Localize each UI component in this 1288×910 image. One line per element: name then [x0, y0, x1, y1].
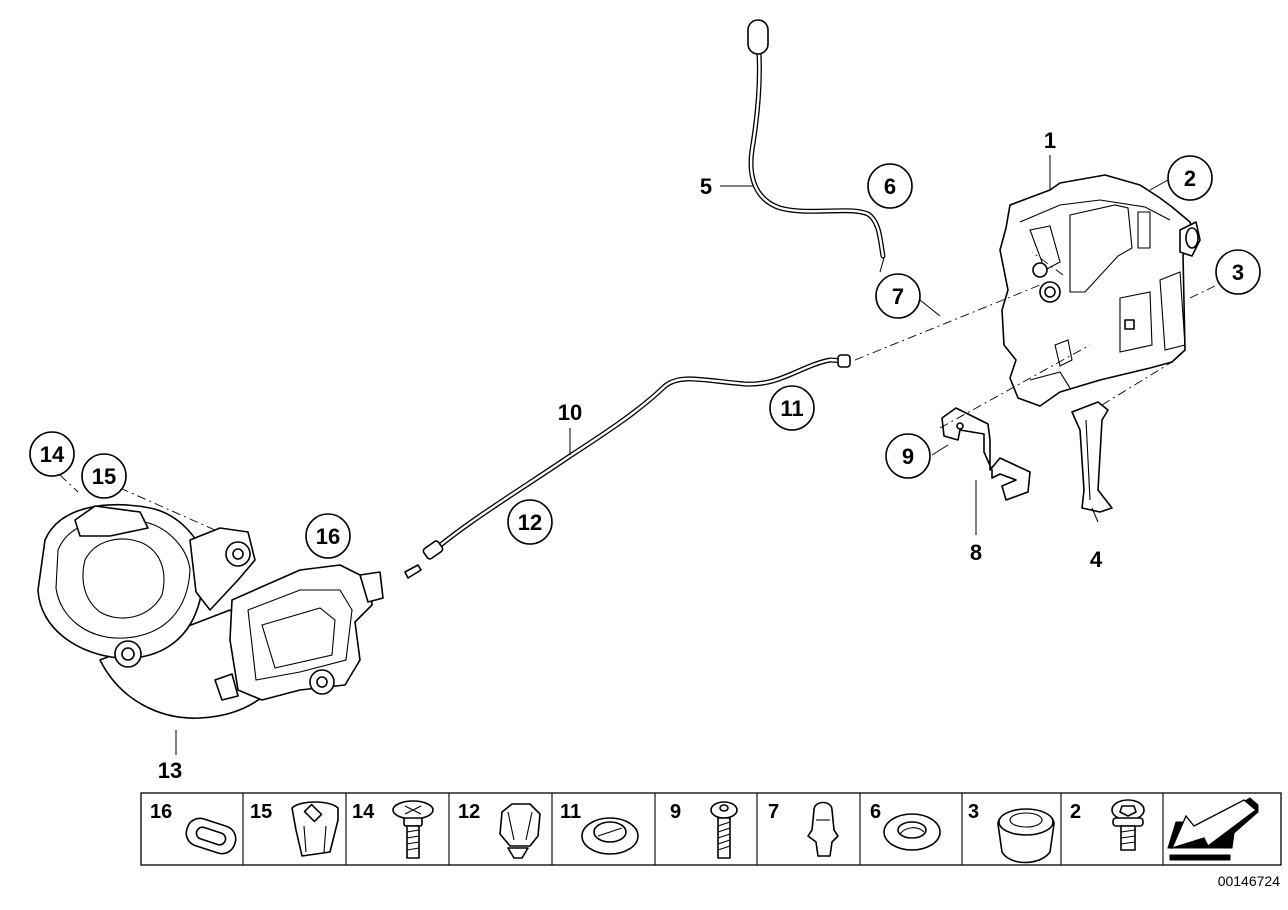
svg-text:15: 15 — [250, 801, 272, 823]
legend-cell-9: 9 — [670, 801, 738, 859]
callout-11: 11 — [769, 385, 815, 431]
callout-14: 14 — [29, 431, 75, 477]
svg-text:10: 10 — [558, 400, 582, 425]
callout-15: 15 — [81, 453, 127, 499]
svg-text:16: 16 — [316, 524, 340, 549]
legend-cell-12: 12 — [458, 801, 541, 859]
callout-7: 7 — [875, 273, 921, 319]
svg-text:00146724: 00146724 — [1218, 873, 1281, 889]
svg-text:6: 6 — [870, 801, 881, 823]
svg-text:9: 9 — [902, 444, 914, 469]
callout-12: 12 — [507, 499, 553, 545]
callout-4: 4 — [1090, 547, 1103, 572]
svg-text:6: 6 — [884, 174, 896, 199]
legend-cell-7: 7 — [768, 801, 839, 857]
legend-cell-16: 16 — [150, 801, 237, 855]
svg-text:12: 12 — [518, 510, 542, 535]
svg-text:14: 14 — [352, 801, 375, 823]
assembly-lines — [59, 251, 1216, 531]
svg-text:7: 7 — [768, 801, 779, 823]
svg-text:2: 2 — [1184, 166, 1196, 191]
part-8-bracket — [941, 407, 1031, 501]
svg-text:11: 11 — [560, 801, 581, 823]
legend-cell-15: 15 — [250, 801, 339, 857]
part-5-rod — [747, 19, 886, 259]
part-4-clip — [1071, 401, 1113, 513]
legend-cell-3: 3 — [968, 801, 1055, 864]
parts-legend-strip: 16 15 14 12 11 — [140, 792, 1282, 866]
document-number: 00146724 — [1218, 873, 1281, 889]
arrow-down-left-icon — [1167, 797, 1259, 861]
svg-text:8: 8 — [970, 540, 982, 565]
svg-text:11: 11 — [780, 396, 803, 421]
callout-1: 1 — [1044, 128, 1056, 153]
svg-text:3: 3 — [968, 801, 979, 823]
svg-text:2: 2 — [1070, 801, 1081, 823]
part-1-lock-housing — [999, 174, 1201, 407]
legend-cell-14: 14 — [352, 800, 434, 859]
svg-text:14: 14 — [40, 442, 65, 467]
svg-text:1: 1 — [1044, 128, 1056, 153]
legend-cell-11: 11 — [560, 801, 639, 855]
svg-text:3: 3 — [1232, 260, 1244, 285]
callout-3: 3 — [1215, 249, 1261, 295]
callout-9: 9 — [885, 433, 931, 479]
callout-10: 10 — [558, 400, 582, 425]
part-10-cable — [404, 354, 851, 579]
svg-text:4: 4 — [1090, 547, 1103, 572]
svg-text:9: 9 — [670, 801, 681, 823]
svg-text:12: 12 — [458, 801, 480, 823]
callout-8: 8 — [970, 540, 982, 565]
legend-cell-6: 6 — [870, 801, 941, 851]
callout-6: 6 — [867, 163, 913, 209]
svg-text:7: 7 — [892, 284, 904, 309]
callout-leaders — [175, 155, 1169, 755]
part-13-actuator — [37, 503, 384, 719]
svg-text:15: 15 — [92, 464, 116, 489]
callout-5: 5 — [700, 174, 712, 199]
callout-13: 13 — [158, 758, 182, 783]
svg-text:13: 13 — [158, 758, 182, 783]
legend-cell-2: 2 — [1070, 799, 1145, 851]
svg-text:16: 16 — [150, 801, 172, 823]
callout-16: 16 — [305, 513, 351, 559]
svg-text:5: 5 — [700, 174, 712, 199]
callout-2: 2 — [1167, 155, 1213, 201]
